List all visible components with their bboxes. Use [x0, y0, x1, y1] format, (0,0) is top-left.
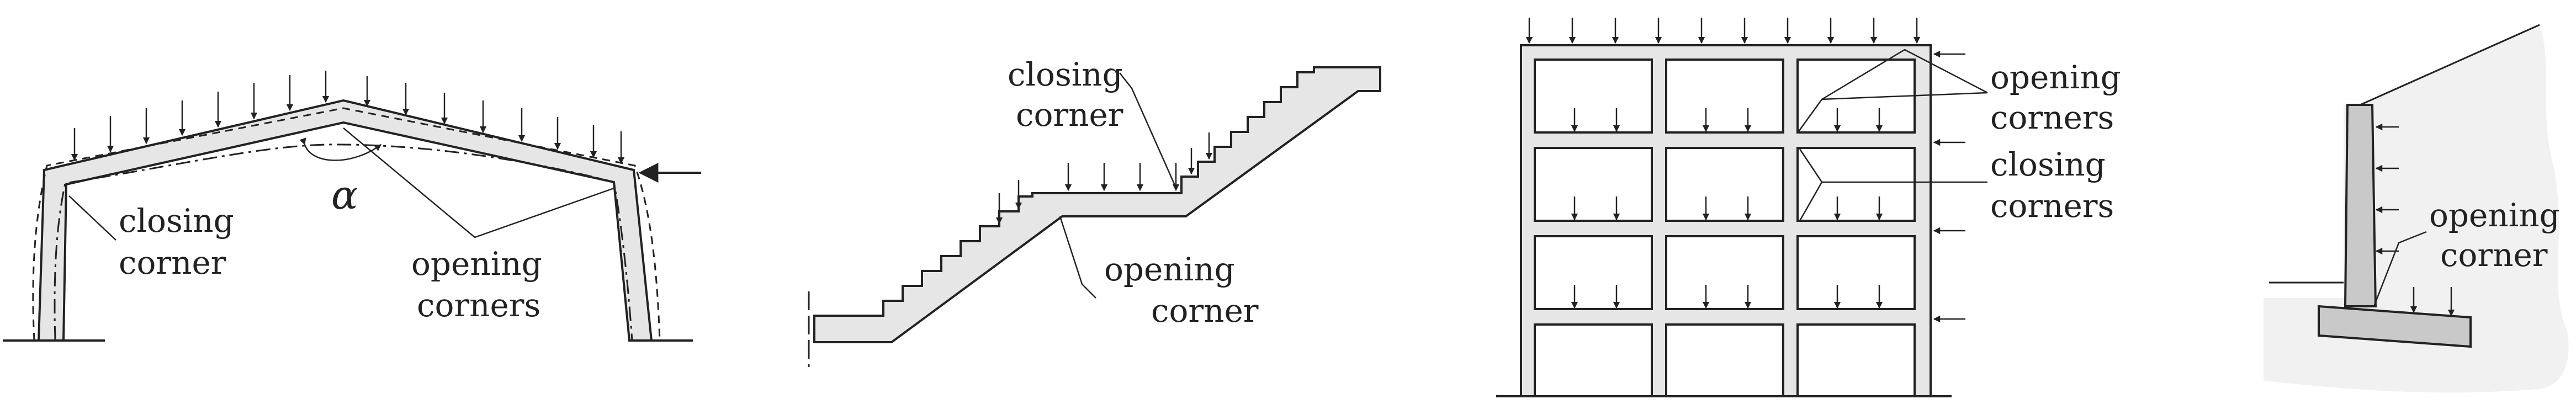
soil-top-line [2360, 24, 2540, 106]
wall-opening-label-line1: opening [2429, 196, 2560, 234]
retaining-wall-stem [2344, 104, 2377, 307]
stair-closing-label-line2: corner [1016, 96, 1123, 134]
roof-load-arrows [71, 71, 625, 164]
stair-closing-corner-leader [1119, 72, 1177, 188]
stair-opening-corner-leader [1059, 216, 1096, 299]
opening-corners-label-line1: opening [411, 245, 542, 283]
opening-corners-leader [343, 127, 616, 238]
building-closing-label-line2: corners [1990, 187, 2114, 225]
building-opening-label-line1: opening [1990, 59, 2121, 96]
stair-member [813, 66, 1381, 343]
closing-corner-leader [68, 195, 116, 241]
stair-load-arrows [995, 132, 1213, 225]
building-opening-leader [1798, 49, 1988, 132]
retaining-wall-diagram: opening corner [2264, 24, 2569, 393]
building-floor-load-arrows [1571, 108, 1883, 309]
building-openings [1534, 59, 1916, 397]
closing-corner-label-line2: corner [119, 244, 226, 281]
stair-opening-label-line1: opening [1104, 251, 1235, 288]
opening-corners-label-line2: corners [417, 286, 540, 324]
wall-opening-corner-leader [2373, 231, 2427, 307]
angle-alpha-symbol: α [331, 172, 358, 218]
footing-load-arrows [2410, 287, 2455, 317]
building-frame-diagram: opening corners closing corners [1496, 18, 2121, 397]
stair-closing-label-line1: closing [1008, 56, 1123, 93]
stair-opening-label-line2: corner [1151, 292, 1259, 329]
building-opening-leader-2 [1821, 92, 1988, 100]
building-roof-load-arrows [1525, 18, 1921, 44]
wall-opening-label-line2: corner [2440, 236, 2548, 274]
stair-diagram: closing corner opening corner [808, 56, 1381, 367]
angle-alpha-arc [299, 137, 381, 161]
portal-frame-diagram: α closing corner opening corners [3, 71, 701, 342]
building-opening-label-line2: corners [1990, 99, 2114, 136]
soil-backfill [2264, 25, 2569, 393]
building-closing-leader-2 [1799, 182, 1823, 221]
retaining-wall-footing [2318, 305, 2472, 348]
soil-pressure-arrows [2375, 123, 2399, 255]
building-closing-label-line1: closing [1990, 146, 2106, 183]
portal-frame-member [37, 99, 653, 342]
building-side-load-arrows [1933, 50, 1965, 323]
deformed-shape-dashed [32, 107, 661, 341]
closing-corner-label-line1: closing [119, 202, 234, 240]
